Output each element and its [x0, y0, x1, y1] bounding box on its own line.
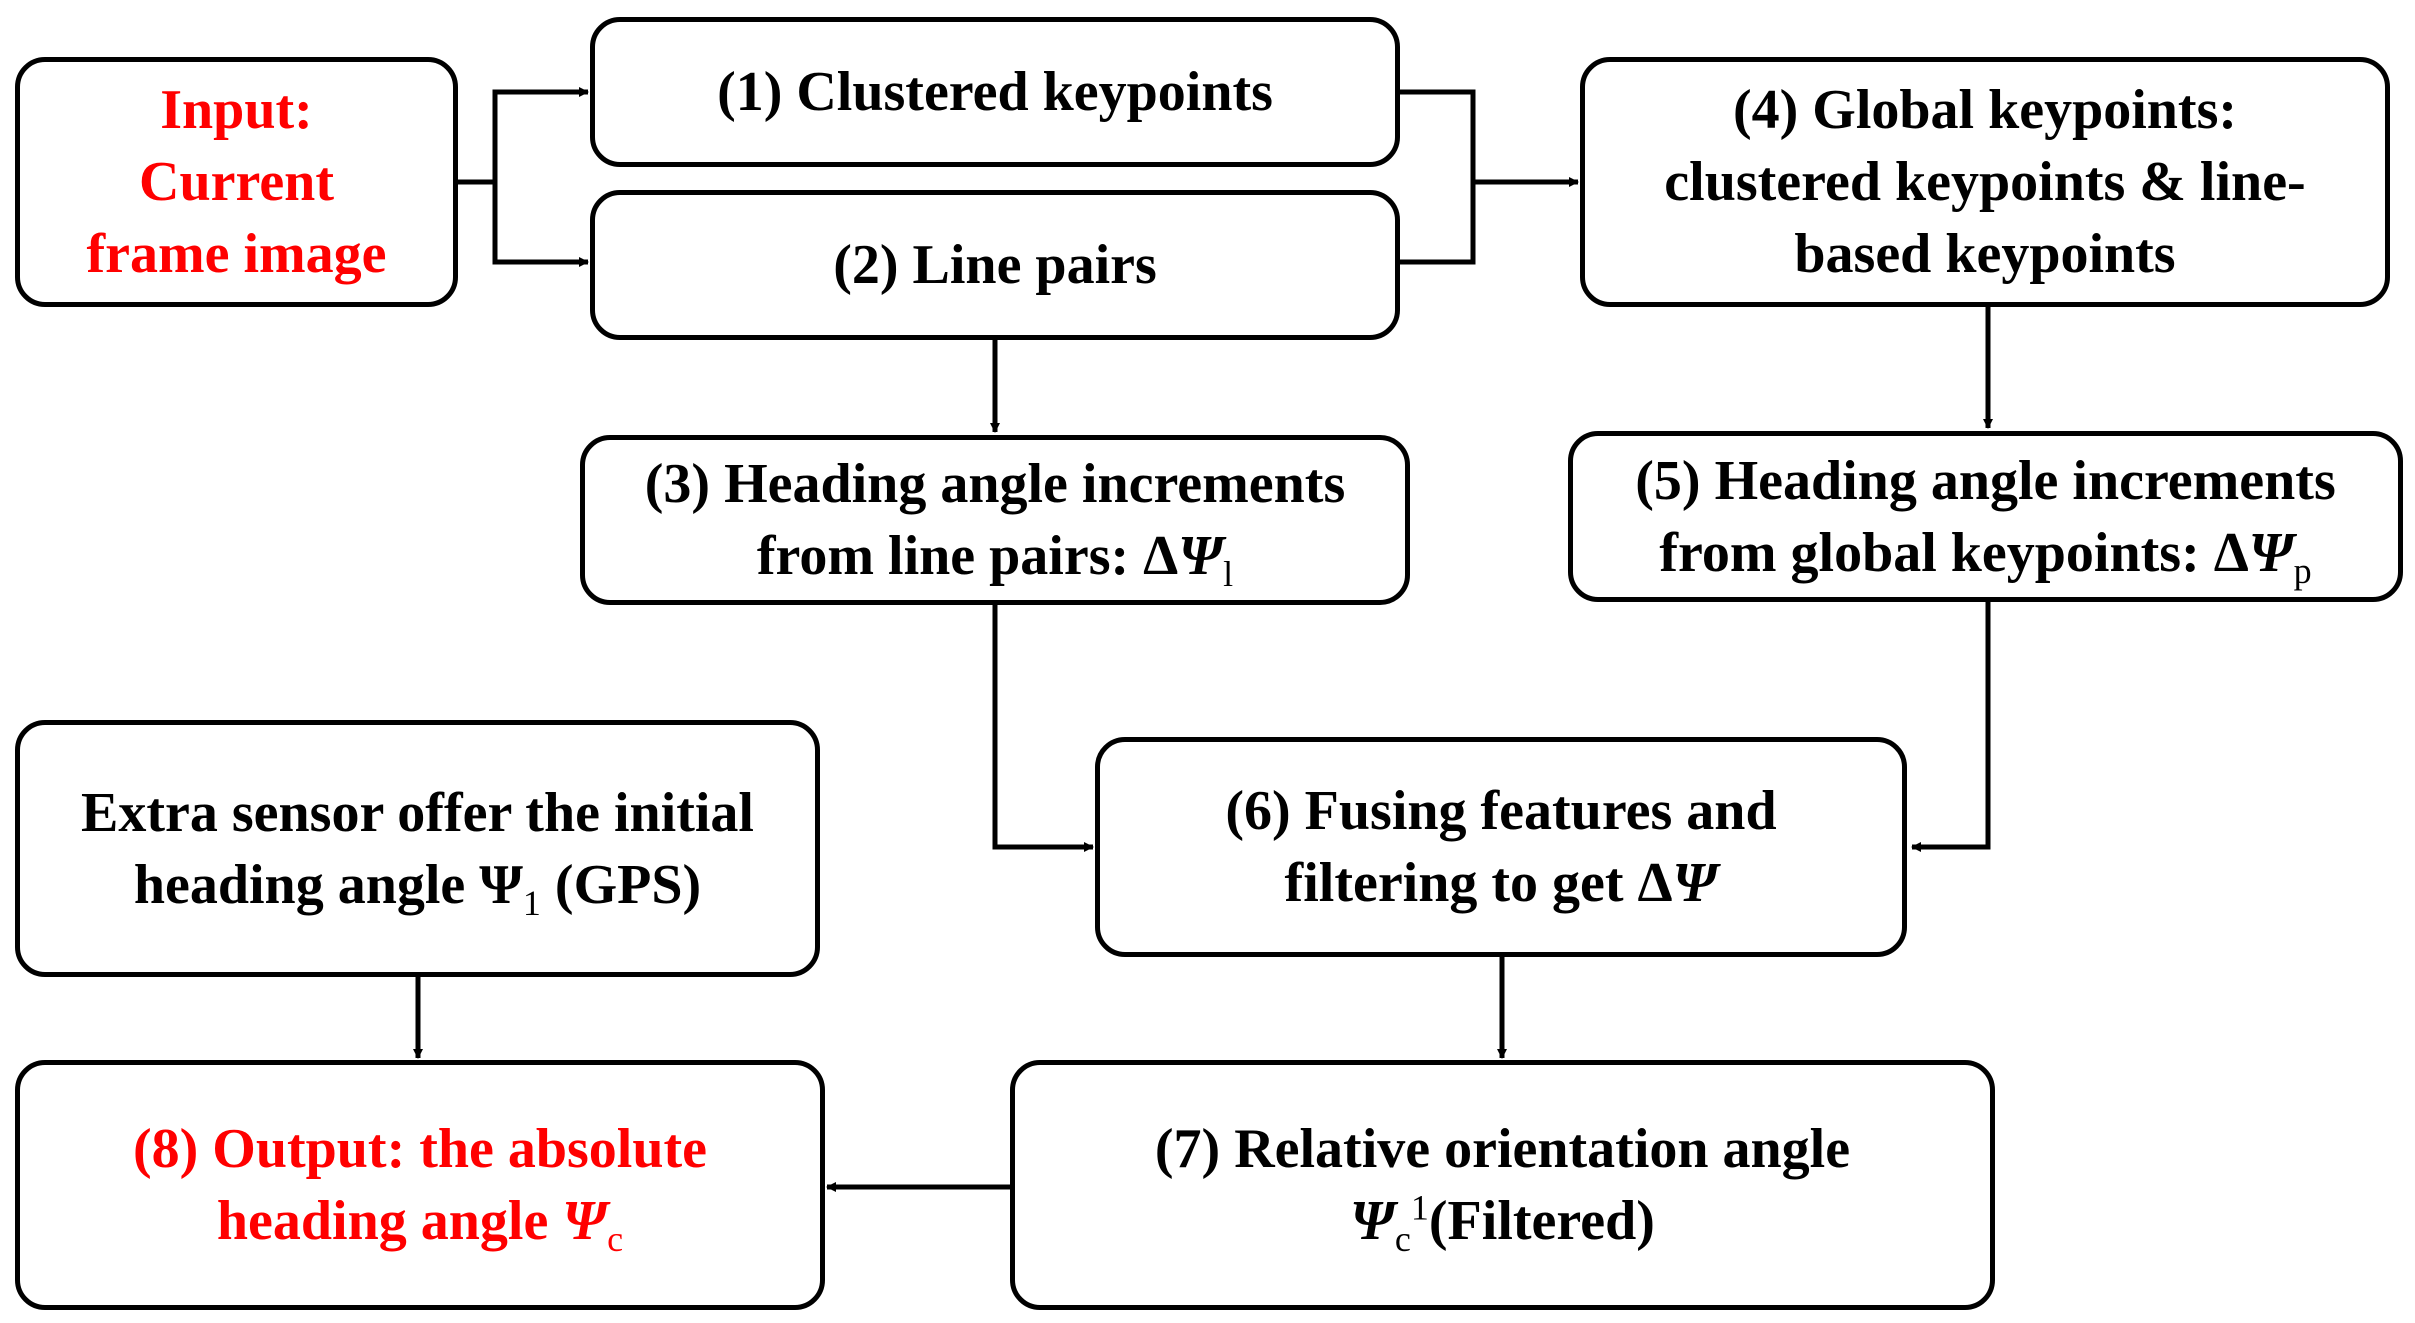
- box4-line1: (4) Global keypoints:: [1732, 79, 2238, 141]
- arrow-input-to-box2: [492, 182, 589, 267]
- global-keypoints-box: (4) Global keypoints: clustered keypoint…: [1580, 57, 2390, 307]
- input-label: frame image: [86, 223, 387, 285]
- line-pairs-label: (2) Line pairs: [833, 234, 1157, 296]
- box7-line2: Ψc1(Filtered): [1350, 1187, 1655, 1260]
- box4-line3: based keypoints: [1794, 223, 2176, 285]
- arrow-box5-to-box6: [1911, 602, 1991, 852]
- psi-symbol: Ψ: [1350, 1190, 1395, 1252]
- box3-line2: from line pairs: ΔΨl: [756, 525, 1234, 595]
- line-pairs-box: (2) Line pairs: [590, 190, 1400, 340]
- extra-sensor-box: Extra sensor offer the initial heading a…: [15, 720, 820, 977]
- output-line2: heading angle Ψc: [216, 1190, 624, 1260]
- box3-line1: (3) Heading angle increments: [644, 453, 1346, 515]
- input-box: Input: Current frame image: [15, 57, 458, 307]
- psi-symbol: Ψ: [1672, 852, 1718, 914]
- psi-symbol: Ψ: [2248, 521, 2294, 584]
- box6-line1: (6) Fusing features and: [1225, 780, 1777, 842]
- input-label: Current: [139, 151, 334, 213]
- box6-line2: filtering to get ΔΨ: [1284, 852, 1718, 914]
- arrow-box1-merge: [1397, 89, 1476, 265]
- box5-line2: from global keypoints: ΔΨp: [1659, 521, 2312, 591]
- fusing-filtering-box: (6) Fusing features and filtering to get…: [1095, 737, 1907, 957]
- arrow-input-to-box1: [492, 87, 589, 182]
- sensor-line2: heading angle Ψ1 (GPS): [133, 853, 702, 923]
- relative-orientation-box: (7) Relative orientation angle Ψc1(Filte…: [1010, 1060, 1995, 1310]
- box5-line1: (5) Heading angle increments: [1635, 449, 2336, 512]
- heading-increments-global-keypoints-box: (5) Heading angle increments from global…: [1568, 431, 2403, 602]
- input-label: Input:: [160, 79, 313, 141]
- box4-line2: clustered keypoints & line-: [1664, 151, 2306, 213]
- clustered-keypoints-label: (1) Clustered keypoints: [717, 61, 1273, 123]
- psi-symbol: Ψ: [562, 1190, 608, 1252]
- arrow-box3-to-box6: [992, 602, 1094, 852]
- psi-symbol: Ψ: [1178, 525, 1224, 587]
- sensor-line1: Extra sensor offer the initial: [81, 781, 754, 844]
- output-line1: (8) Output: the absolute: [132, 1118, 708, 1180]
- box7-line1: (7) Relative orientation angle: [1154, 1118, 1851, 1180]
- output-box: (8) Output: the absolute heading angle Ψ…: [15, 1060, 825, 1310]
- heading-increments-line-pairs-box: (3) Heading angle increments from line p…: [580, 435, 1410, 605]
- clustered-keypoints-box: (1) Clustered keypoints: [590, 17, 1400, 167]
